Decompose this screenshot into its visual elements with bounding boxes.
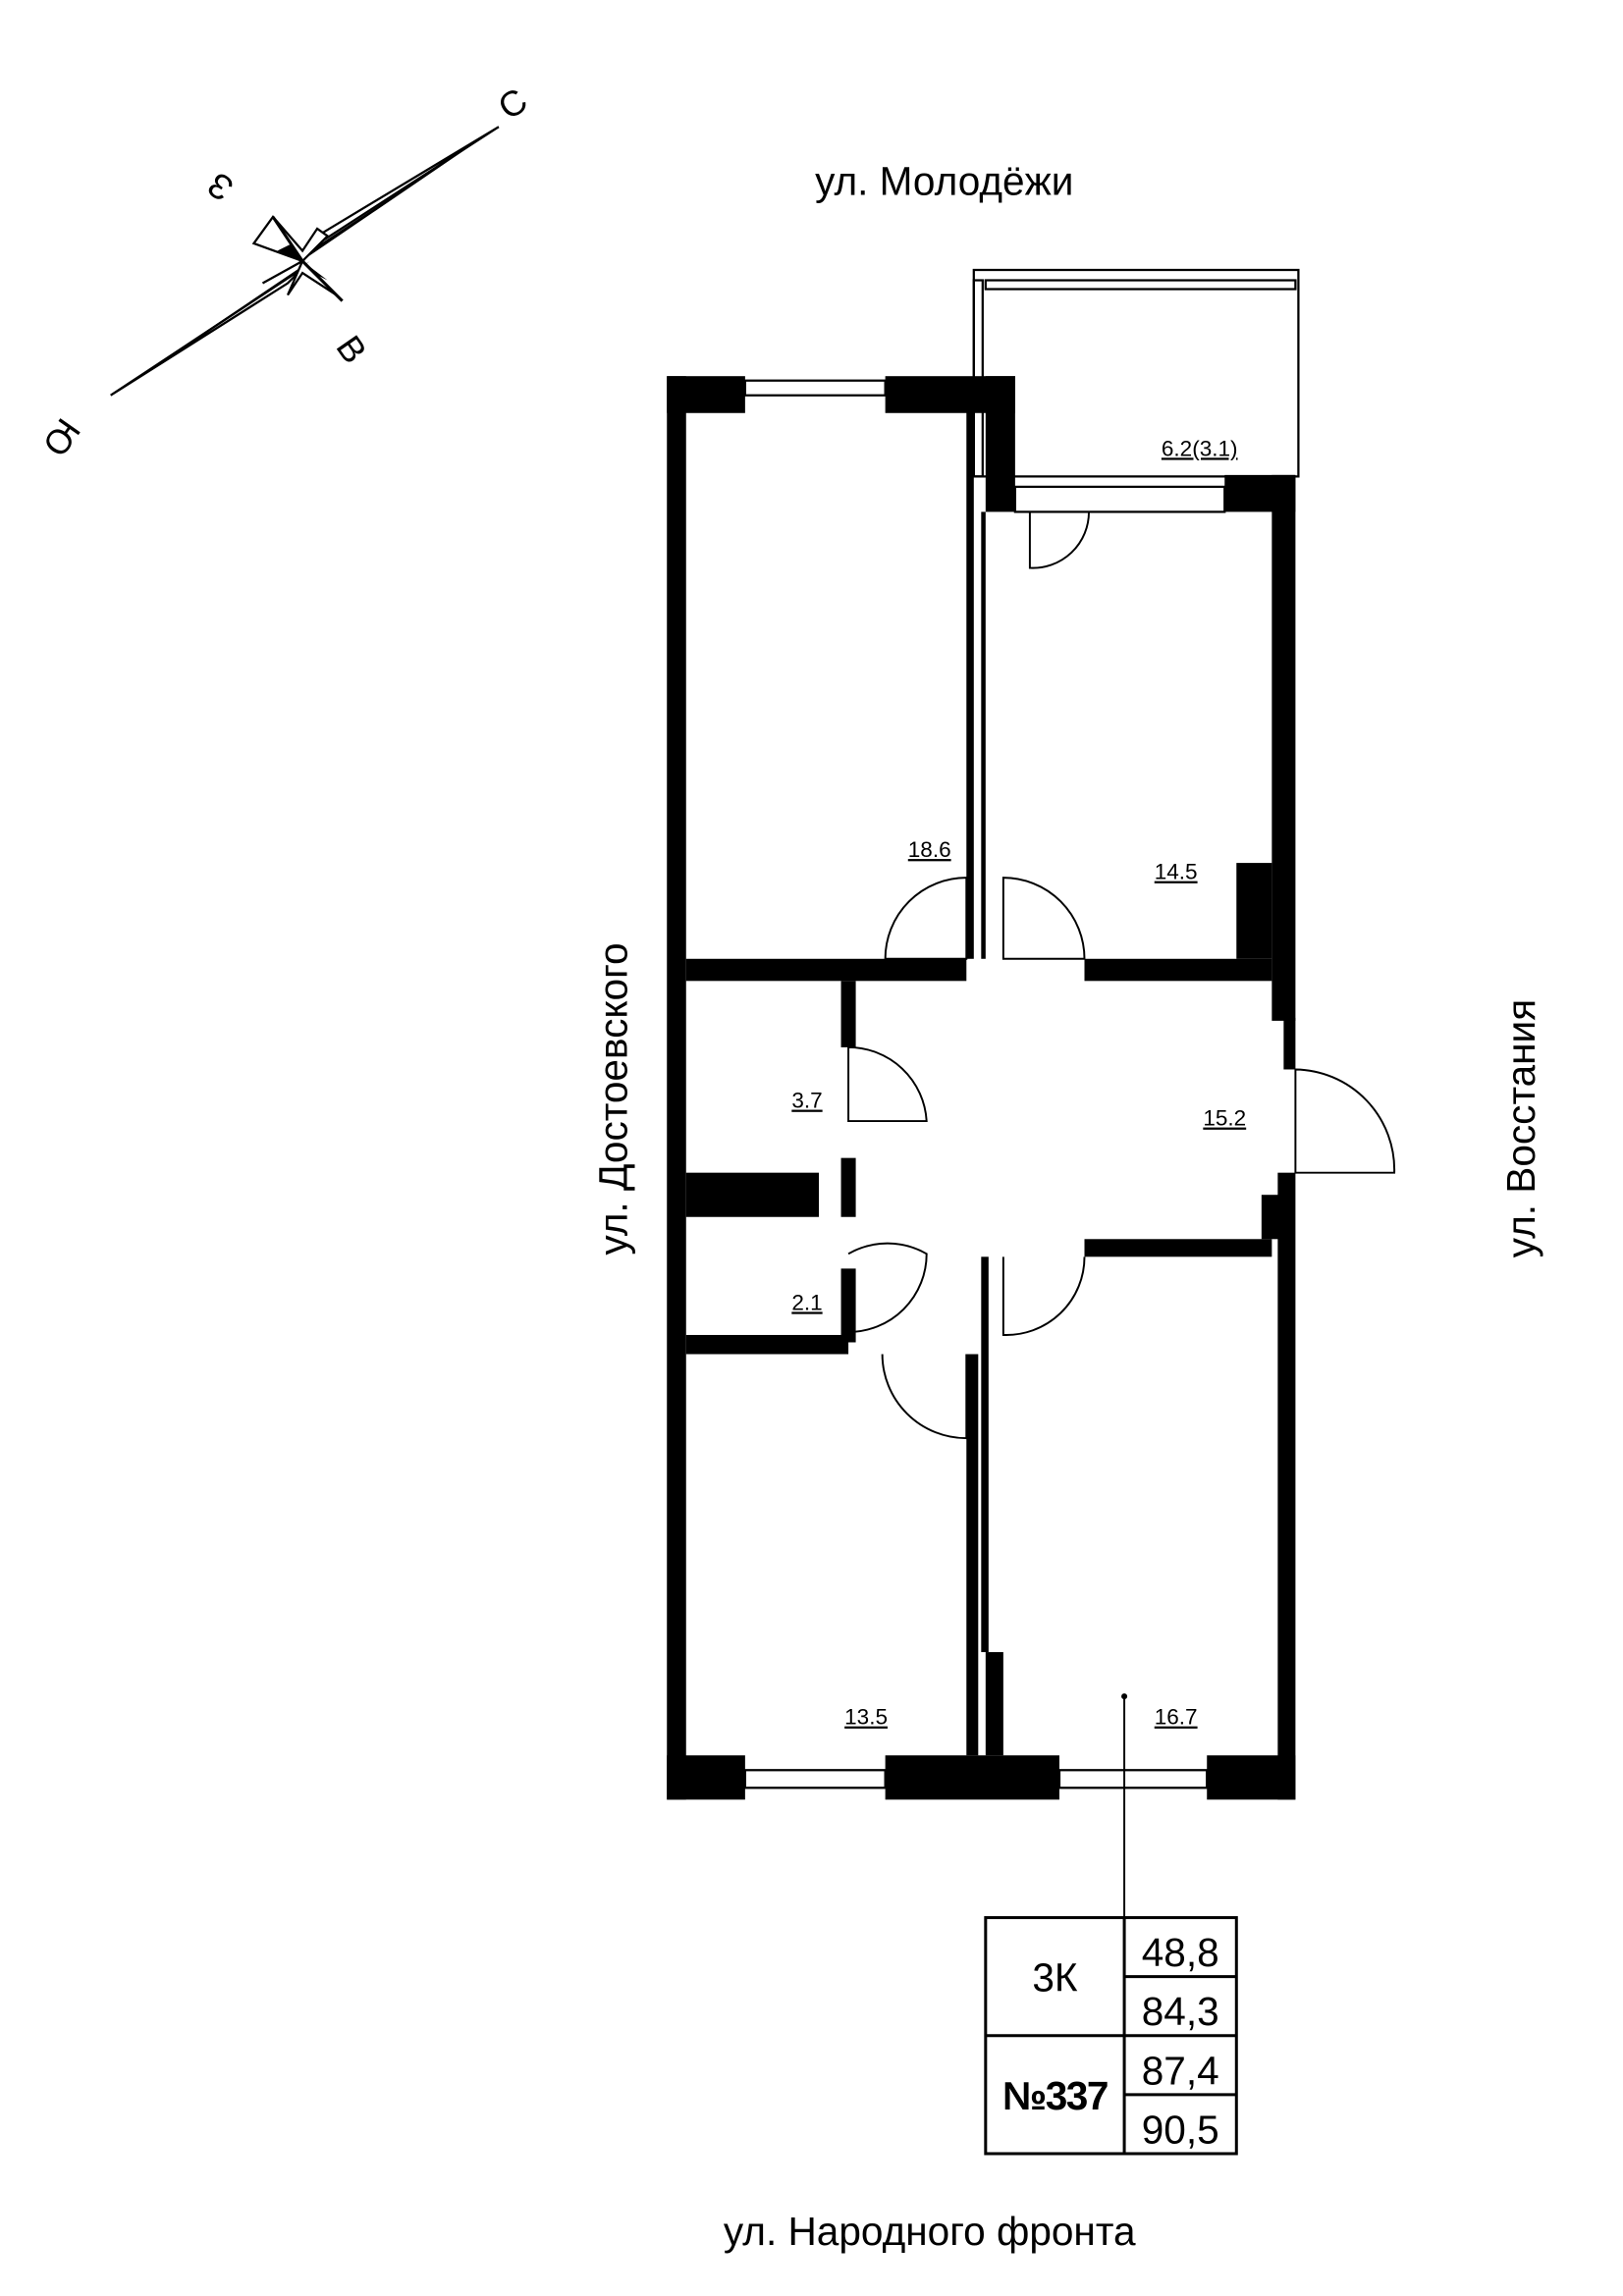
street-right: ул. Восстания: [1498, 999, 1543, 1257]
street-left: ул. Достоевского: [591, 942, 636, 1255]
room-area-6: 13.5: [844, 1705, 888, 1730]
compass-north-label: С: [491, 80, 535, 128]
area-value-2: 84,3: [1142, 1989, 1219, 2034]
compass-east-label: В: [329, 328, 375, 370]
compass-west-label: З: [200, 164, 241, 209]
windows: [743, 379, 1226, 1789]
walls: [667, 376, 1296, 1800]
apartment-type: 3К: [1032, 1955, 1078, 2001]
room-area-4: 15.2: [1203, 1106, 1246, 1131]
balcony: [972, 268, 1300, 478]
area-value-3: 87,4: [1142, 2048, 1219, 2093]
area-value-1: 48,8: [1142, 1930, 1219, 1975]
compass-south-label: Ю: [35, 411, 88, 463]
room-area-1: 18.6: [908, 837, 951, 862]
area-value-4: 90,5: [1142, 2107, 1219, 2152]
room-area-5: 2.1: [791, 1290, 822, 1314]
room-area-7: 16.7: [1155, 1705, 1198, 1730]
room-area-3: 3.7: [791, 1089, 822, 1113]
street-top: ул. Молодёжи: [815, 158, 1073, 203]
apartment-info-table: 3К №337 48,8 84,3 87,4 90,5: [984, 1916, 1238, 2156]
balcony-area: 6.2(3.1): [1162, 436, 1238, 460]
apartment-number: №337: [1002, 2073, 1108, 2118]
street-bottom: ул. Народного фронта: [724, 2209, 1136, 2254]
doors: [847, 511, 1396, 1440]
compass-rose-icon: С З В Ю: [35, 80, 535, 463]
room-area-2: 14.5: [1155, 860, 1198, 884]
